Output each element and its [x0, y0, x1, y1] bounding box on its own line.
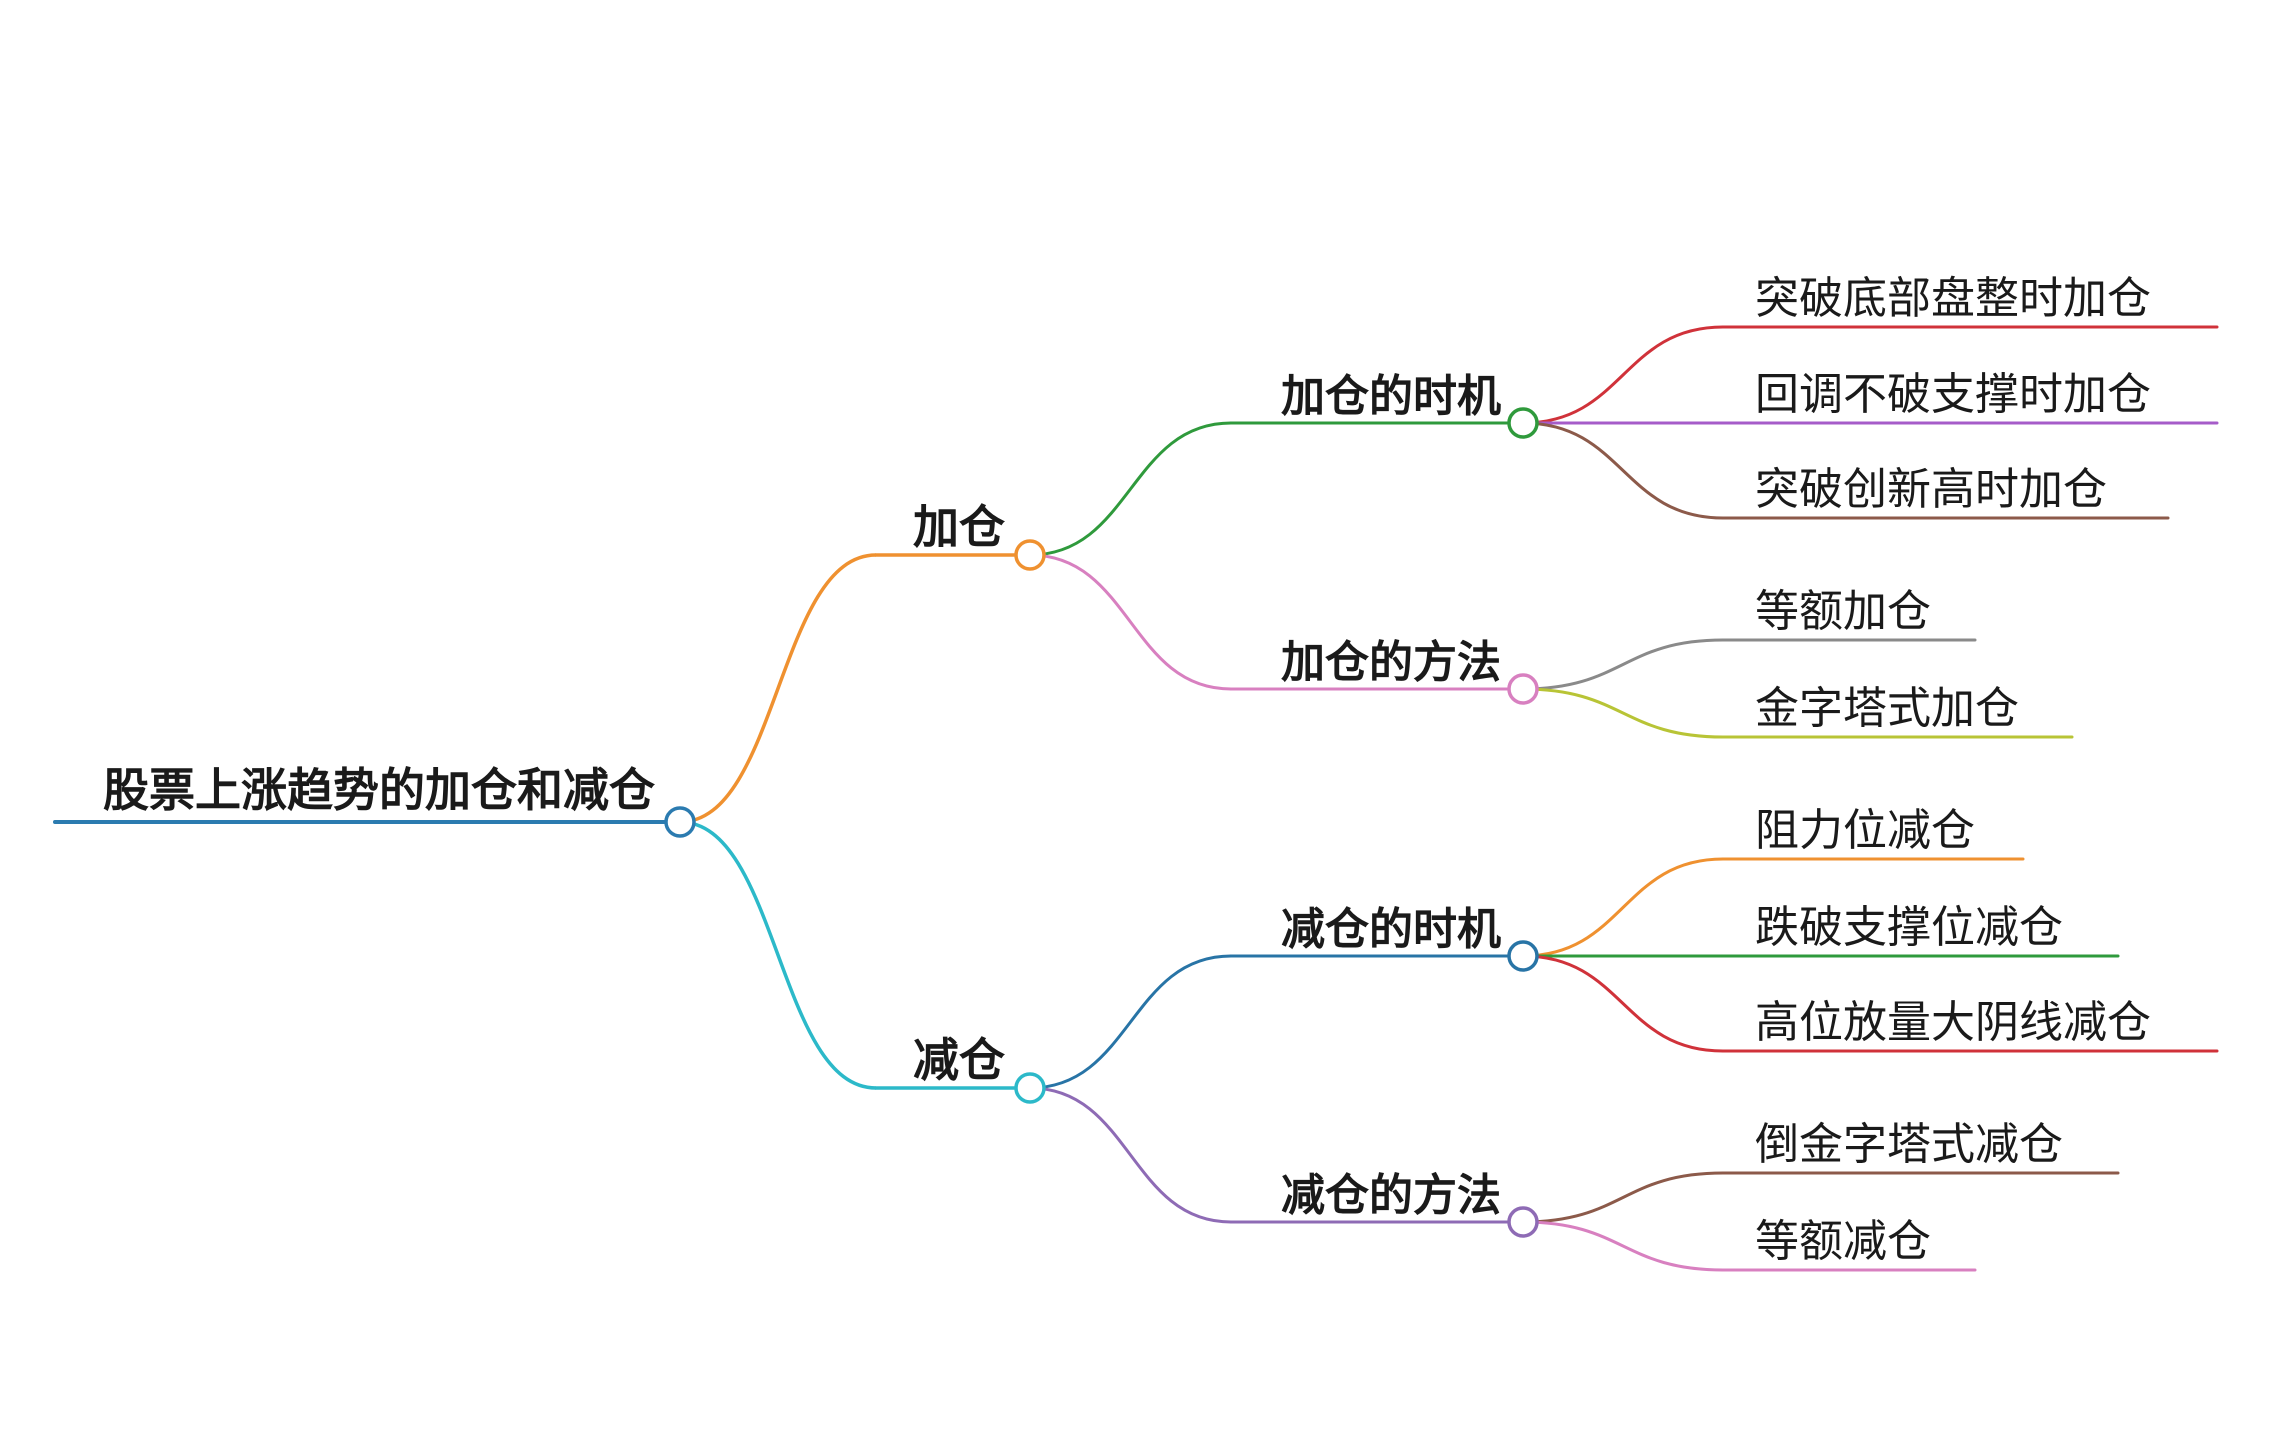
root-topic: 股票上涨趋势的加仓和减仓 [103, 763, 656, 817]
leaf-topic: 金字塔式加仓 [1755, 683, 2019, 734]
subtopic: 加仓的时机 [1281, 371, 1501, 422]
leaf-topic: 倒金字塔式减仓 [1755, 1119, 2063, 1170]
leaf-topic: 突破创新高时加仓 [1755, 464, 2107, 515]
subtopic: 减仓的时机 [1281, 904, 1501, 955]
subtopic-node-circle [1507, 673, 1539, 705]
leaf-topic: 阻力位减仓 [1755, 805, 1975, 856]
subtopic-connector [1029, 954, 1232, 1090]
leaf-connector [1522, 638, 1724, 691]
leaf-topic: 突破底部盘整时加仓 [1755, 273, 2151, 324]
branch-connector [679, 553, 877, 824]
subtopic-connector [1029, 421, 1232, 557]
branch-topic: 加仓 [913, 500, 1006, 554]
leaf-topic: 等额加仓 [1755, 586, 1931, 637]
leaf-connector [1522, 325, 1724, 425]
leaf-connector [1522, 1171, 1724, 1224]
branch-node-circle [1014, 1072, 1046, 1104]
leaf-connector [1522, 857, 1724, 958]
subtopic-connector [1029, 553, 1232, 691]
subtopic: 减仓的方法 [1281, 1170, 1501, 1221]
leaf-connector [1522, 421, 1724, 520]
subtopic-node-circle [1507, 940, 1539, 972]
leaf-topic: 高位放量大阴线减仓 [1755, 997, 2151, 1048]
branch-node-circle [1014, 539, 1046, 571]
subtopic-node-circle [1507, 407, 1539, 439]
leaf-connector [1522, 1220, 1724, 1272]
subtopic: 加仓的方法 [1281, 637, 1501, 688]
subtopic-connector [1029, 1086, 1232, 1224]
branch-topic: 减仓 [913, 1033, 1006, 1087]
subtopic-node-circle [1507, 1206, 1539, 1238]
leaf-connector [1522, 687, 1724, 739]
root-node-circle [664, 806, 696, 838]
leaf-connector [1522, 954, 1724, 1053]
leaf-topic: 等额减仓 [1755, 1216, 1931, 1267]
leaf-topic: 跌破支撑位减仓 [1755, 902, 2063, 953]
leaf-topic: 回调不破支撑时加仓 [1755, 369, 2151, 420]
branch-connector [679, 820, 877, 1090]
